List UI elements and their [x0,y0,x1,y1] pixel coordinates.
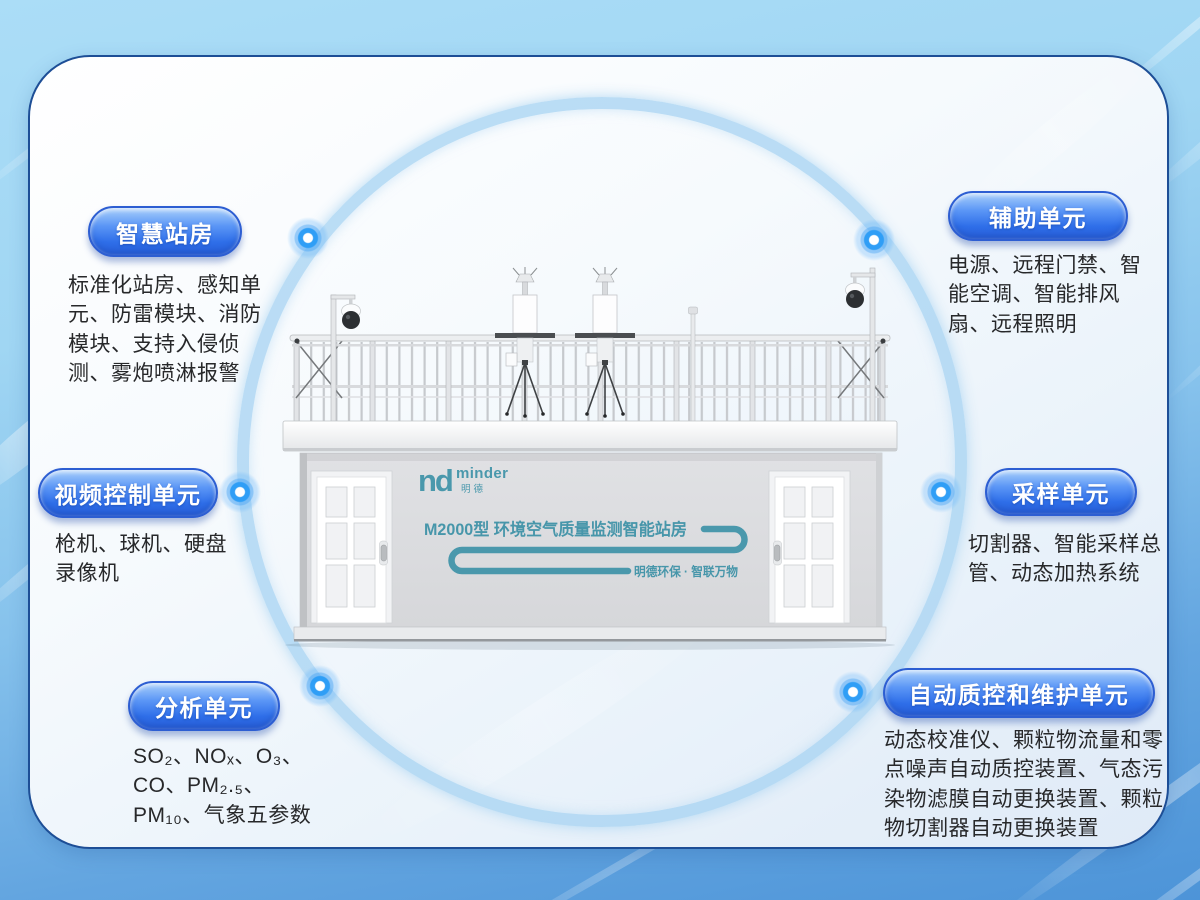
connector-dot-smart-station [286,216,330,260]
roof-sampler-2 [575,267,635,418]
connector-dot-qc-maintenance [831,670,875,714]
roof-railing [289,334,891,424]
station-slogan: 明德环保 · 智联万物 [634,564,738,579]
cctv-camera-left [330,294,361,426]
station-base [285,626,895,650]
cctv-camera-right [845,267,876,426]
callout-auxiliary-label: 辅助单元 [948,191,1128,241]
station-illustration: nd minder 明德 M2000型 环境空气质量监测智能站房 明德环保 · … [280,265,900,650]
roof-slab-edge [283,448,897,451]
station-model-title: M2000型 环境空气质量监测智能站房 [424,519,687,539]
callout-smart-station-desc: 标准化站房、感知单元、防雷模块、消防模块、支持入侵侦测、雾炮喷淋报警 [68,274,262,386]
slogan-swoosh [448,525,748,575]
callout-qc-maintenance-desc: 动态校准仪、颗粒物流量和零点噪声自动质控装置、气态污染物滤膜自动更换装置、颗粒物… [884,729,1164,841]
callout-video-control-label: 视频控制单元 [38,468,218,518]
callout-analysis-desc: SO₂、NOₓ、O₃、CO、PM₂.₅、PM₁₀、气象五参数 [133,745,312,827]
connector-dot-video-control [218,470,262,514]
connector-dot-analysis [298,664,342,708]
station-door-left [310,470,393,624]
station-door-right [768,470,851,624]
minder-logo-mark: nd [418,463,452,498]
minder-logo-text: minder [456,465,508,482]
callout-video-control-desc: 枪机、球机、硬盘录像机 [55,533,227,586]
callout-sampling-desc: 切割器、智能采样总管、动态加热系统 [968,533,1162,586]
roof-sampler-1 [495,267,555,418]
connector-dot-auxiliary [852,218,896,262]
callout-auxiliary-desc: 电源、远程门禁、智能空调、智能排风扇、远程照明 [948,254,1142,336]
connector-dot-sampling [919,470,963,514]
roof-slab [282,420,898,452]
callout-analysis-label: 分析单元 [128,681,280,731]
callout-sampling-label: 采样单元 [985,468,1137,516]
callout-qc-maintenance-label: 自动质控和维护单元 [883,668,1155,718]
callout-smart-station-label: 智慧站房 [88,206,242,257]
